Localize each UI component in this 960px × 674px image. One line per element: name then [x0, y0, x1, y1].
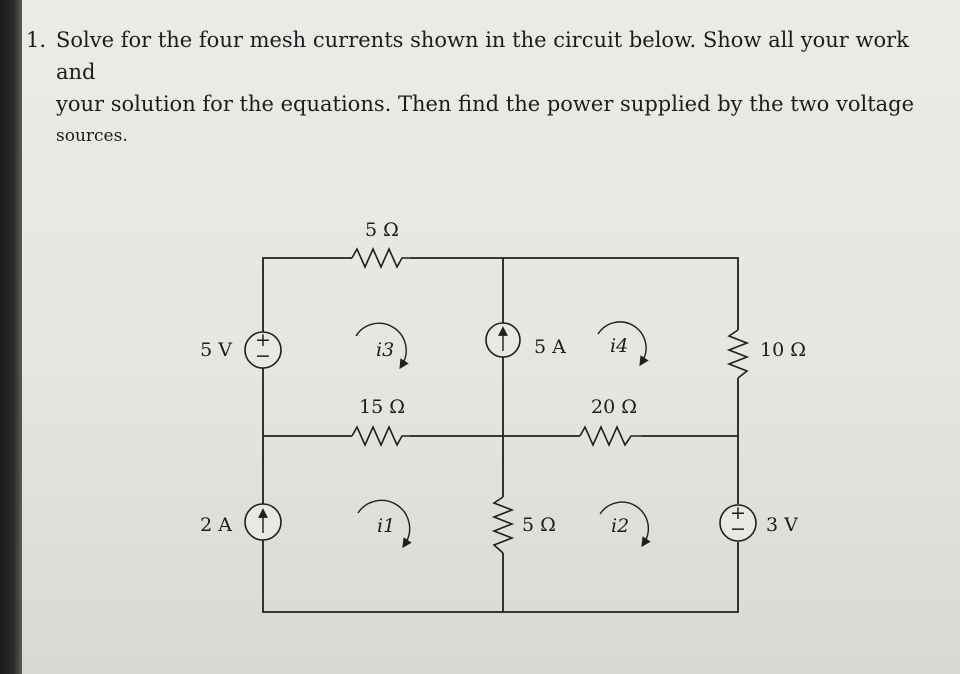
label-resistor-bottom-5ohm: 5 Ω	[522, 514, 556, 536]
wire-left-bottom	[262, 540, 503, 613]
mesh-arc-i2	[599, 501, 651, 548]
mesh-arc-i3	[355, 322, 409, 370]
wire-center-bottom	[502, 542, 739, 613]
resistor-15ohm	[351, 425, 410, 447]
label-resistor-top: 5 Ω	[365, 219, 399, 241]
problem-text-line-3: sources.	[56, 126, 128, 146]
resistor-10ohm	[726, 329, 750, 379]
label-voltage-5v: 5 V	[200, 339, 232, 361]
page-shadow-edge	[0, 0, 22, 674]
label-resistor-15ohm: 15 Ω	[359, 396, 405, 418]
problem-text-line-1: Solve for the four mesh currents shown i…	[56, 28, 909, 84]
label-resistor-10ohm: 10 Ω	[760, 339, 806, 361]
minus-sign: −	[730, 518, 746, 540]
label-voltage-3v: 3 V	[766, 514, 798, 536]
label-mesh-i4: i4	[610, 335, 628, 357]
current-source-2a	[244, 503, 282, 541]
resistor-20ohm	[579, 425, 642, 447]
label-mesh-i1: i1	[377, 515, 395, 537]
voltage-source-5v: + −	[244, 329, 282, 369]
resistor-bottom-5ohm	[491, 496, 515, 554]
mesh-arc-i1	[357, 499, 412, 549]
wire-top-right	[410, 257, 739, 330]
label-current-2a: 2 A	[200, 514, 232, 536]
problem-statement: 1. Solve for the four mesh currents show…	[26, 24, 946, 152]
plus-sign: +	[255, 329, 271, 351]
problem-text-line-2: your solution for the equations. Then fi…	[56, 92, 915, 116]
label-mesh-i2: i2	[611, 515, 629, 537]
label-mesh-i3: i3	[376, 339, 394, 361]
wire-left-top	[262, 257, 352, 332]
label-current-5a: 5 A	[534, 336, 566, 358]
label-resistor-20ohm: 20 Ω	[591, 396, 637, 418]
problem-number: 1.	[26, 28, 47, 52]
plus-sign: +	[730, 502, 746, 524]
resistor-top-5ohm	[351, 247, 410, 269]
mesh-arc-i4	[597, 321, 649, 367]
current-source-5a	[485, 322, 521, 358]
voltage-source-3v: + −	[719, 502, 757, 542]
minus-sign: −	[255, 345, 271, 367]
